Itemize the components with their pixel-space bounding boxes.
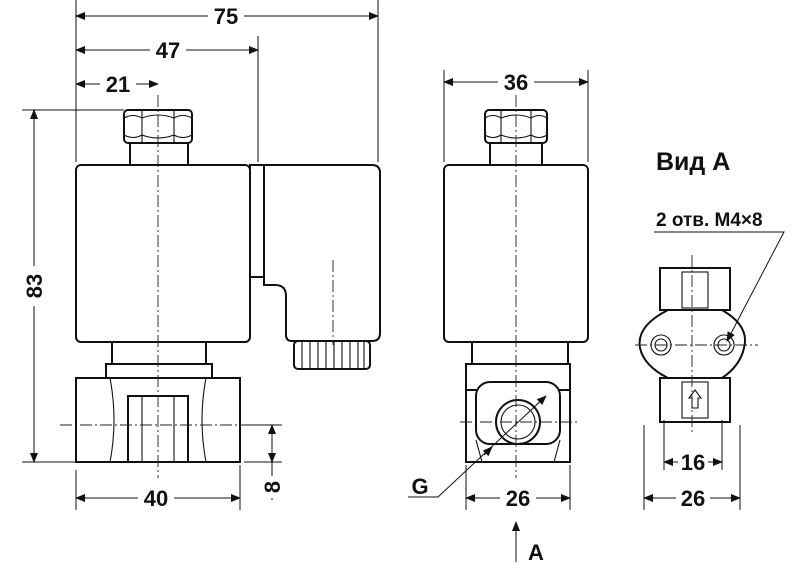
dim-overall-width: 75 <box>214 4 238 29</box>
port-thread-label: G <box>411 474 428 499</box>
dim-mount-width: 26 <box>681 486 705 511</box>
side-valve-body <box>465 341 571 463</box>
view-a-bottom-block <box>659 377 731 423</box>
dim-mount-spacing: 16 <box>681 450 705 475</box>
dim-base-width: 40 <box>144 486 168 511</box>
view-a <box>635 255 758 435</box>
view-title: Вид А <box>656 148 730 176</box>
front-view <box>60 95 381 478</box>
flow-arrow-icon <box>687 389 703 409</box>
view-a-top-block <box>659 267 731 311</box>
front-valve-body <box>75 341 241 463</box>
mount-holes-label: 2 отв. М4×8 <box>656 210 763 231</box>
dim-to-connector: 47 <box>156 38 180 63</box>
dim-pipe-offset: 8 <box>260 481 285 493</box>
dimension-labels: 75 47 21 83 40 8 36 26 16 26 G A Вид А 2… <box>22 4 763 565</box>
front-coil-body <box>75 164 251 343</box>
dim-side-base: 26 <box>506 486 530 511</box>
dim-side-width: 36 <box>504 70 528 95</box>
mount-hole-right <box>713 334 735 356</box>
view-arrow-label: A <box>528 540 544 565</box>
front-connector <box>249 164 381 370</box>
dim-to-axis: 21 <box>106 72 130 97</box>
side-view <box>443 95 589 478</box>
dim-height: 83 <box>22 274 47 298</box>
